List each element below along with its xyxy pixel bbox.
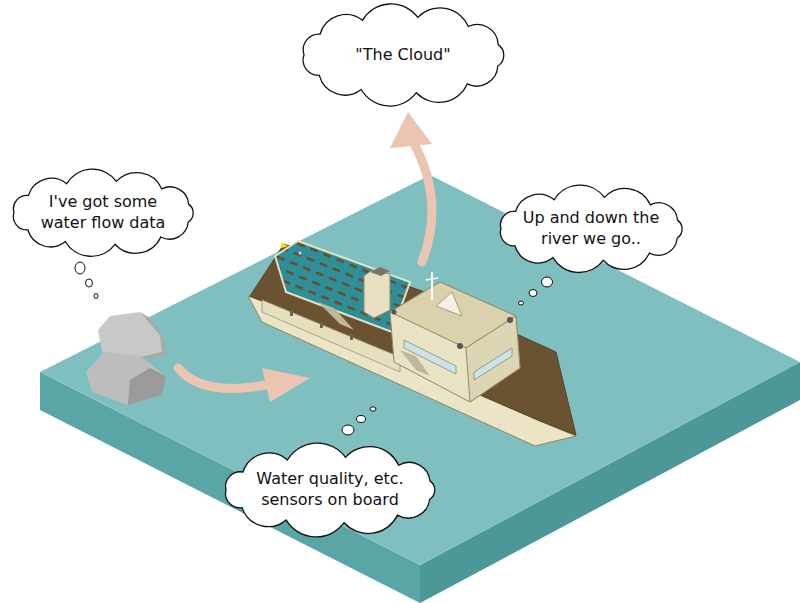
thought-cloud: "The Cloud" bbox=[290, 5, 516, 105]
thought-dots bbox=[75, 262, 553, 435]
thought-cloud: Water quality, etc. sensors on board bbox=[212, 445, 448, 535]
thought-cloud: I've got some water flow data bbox=[0, 169, 206, 257]
cloud-text: Water quality, etc. sensors on board bbox=[243, 469, 417, 511]
thought-cloud: Up and down the river we go.. bbox=[487, 185, 695, 273]
cloud-text: I've got some water flow data bbox=[31, 192, 175, 234]
cloud-text-area: Up and down the river we go.. bbox=[487, 185, 695, 273]
upload-arrow bbox=[390, 112, 432, 262]
boat bbox=[248, 241, 576, 446]
cloud-text-column: Water quality, etc. sensors on board bbox=[243, 469, 417, 511]
cloud-text-area: Water quality, etc. sensors on board bbox=[212, 445, 448, 535]
cloud-shape bbox=[500, 185, 682, 272]
cloud-shape bbox=[303, 4, 504, 106]
cloud-text-area: I've got some water flow data bbox=[0, 169, 206, 257]
cloud-text-area: "The Cloud" bbox=[290, 5, 516, 105]
rocks bbox=[86, 312, 166, 405]
cloud-text: Up and down the river we go.. bbox=[518, 208, 664, 250]
cloud-text-column: I've got some water flow data bbox=[31, 192, 175, 234]
cloud-text-column: Up and down the river we go.. bbox=[518, 208, 664, 250]
cloud-text-column: "The Cloud" bbox=[321, 45, 485, 66]
cloud-text: "The Cloud" bbox=[321, 45, 485, 66]
cloud-shape bbox=[13, 169, 193, 256]
flow-arrow bbox=[178, 368, 310, 402]
cloud-shape bbox=[226, 443, 435, 537]
